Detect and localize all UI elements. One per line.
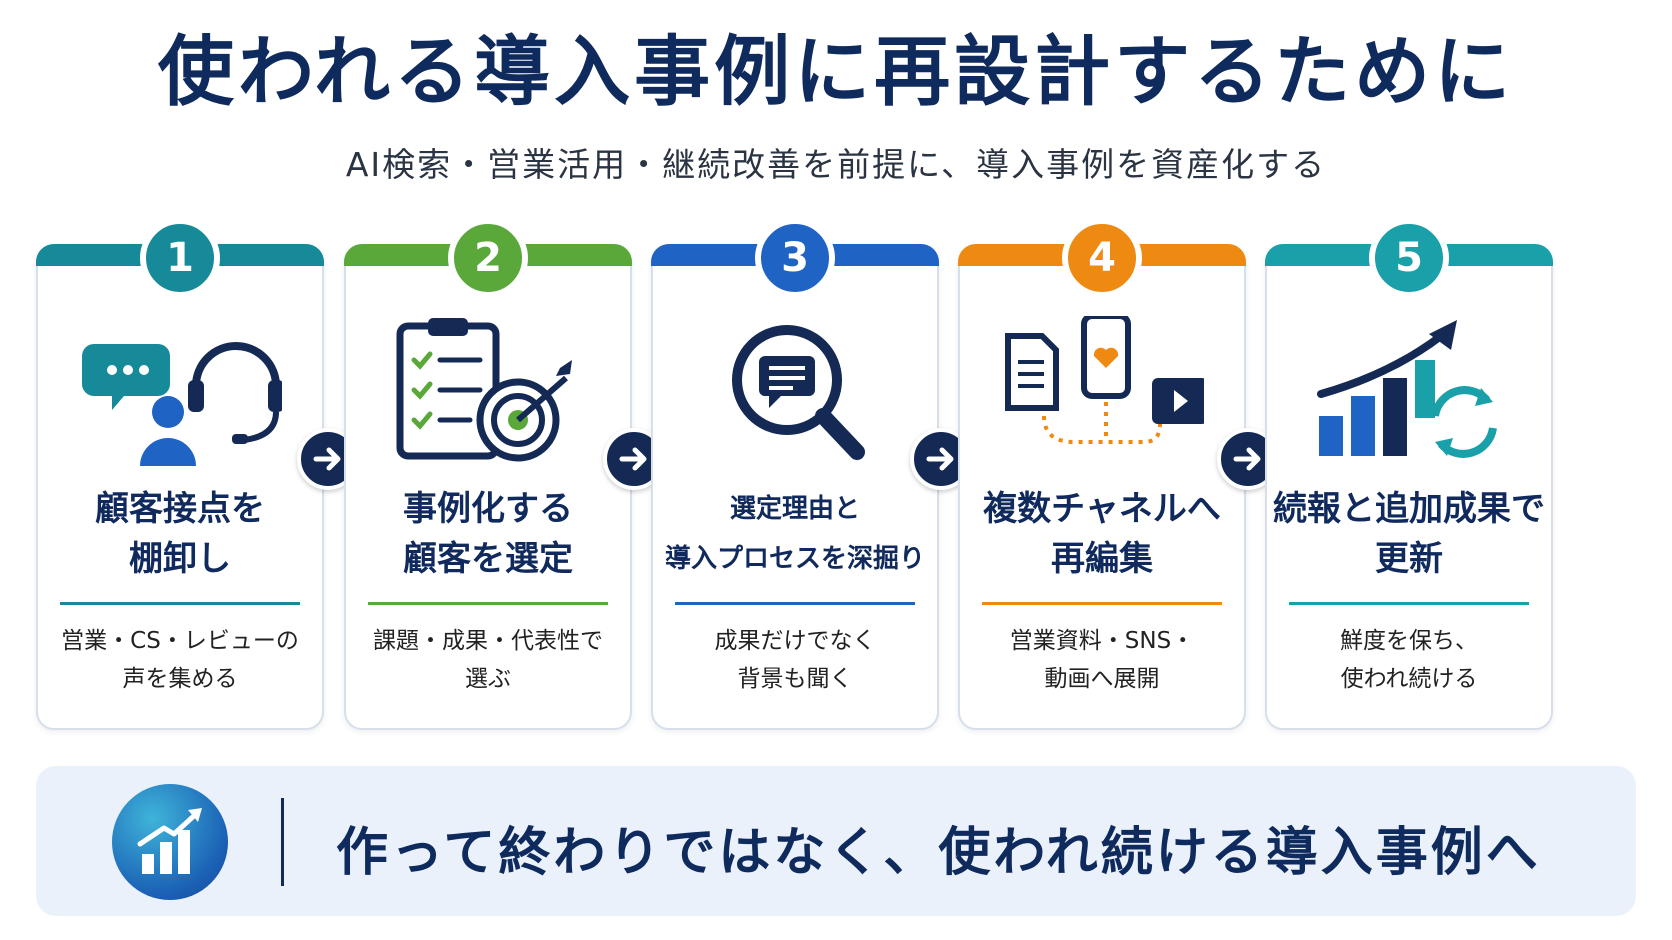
banner-message: 作って終わりではなく、使われ続ける導入事例へ: [336, 823, 1541, 883]
step-number-badge: 3: [755, 218, 835, 298]
step-card-4: 4 複数チャネルへ 再編集 営業資料・SNS・ 動画へ展開: [958, 218, 1246, 730]
step-number-badge: 5: [1369, 218, 1449, 298]
chat-headset-icon: [82, 342, 282, 466]
step-description: 課題・成果・代表性で 選ぶ: [373, 628, 603, 692]
summary-banner: 作って終わりではなく、使われ続ける導入事例へ: [36, 766, 1636, 916]
step-card-1: 1 顧客接点を 棚卸し 営業・CS・レビューの 声を集める: [36, 218, 324, 730]
step-divider: [982, 602, 1222, 605]
step-card-3: 3 選定理由と 導入プロセスを深掘り 成果だけでなく 背景も聞く: [651, 218, 939, 730]
growth-chart-icon: [112, 784, 228, 900]
step-heading: 続報と追加成果で 更新: [1273, 489, 1545, 579]
growth-refresh-icon: [1317, 320, 1497, 458]
checklist-target-icon: [396, 318, 572, 462]
page-title: 使われる導入事例に再設計するために: [157, 27, 1515, 116]
step-divider: [368, 602, 608, 605]
multichannel-icon: [1005, 316, 1204, 444]
step-heading: 顧客接点を 棚卸し: [95, 489, 265, 579]
step-number-badge: 4: [1062, 218, 1142, 298]
step-heading: 事例化する 顧客を選定: [403, 489, 573, 579]
step-description: 鮮度を保ち、 使われ続ける: [1340, 628, 1478, 692]
step-divider: [1289, 602, 1529, 605]
step-description: 営業資料・SNS・ 動画へ展開: [1009, 628, 1195, 692]
step-description: 成果だけでなく 背景も聞く: [714, 628, 876, 692]
step-divider: [675, 602, 915, 605]
step-card-2: 2 事例化する 顧客を選定 課題・成果・代表性で 選ぶ: [344, 218, 632, 730]
magnifier-message-icon: [732, 325, 865, 460]
step-heading: 複数チャネルへ 再編集: [983, 489, 1221, 579]
banner-separator: [281, 798, 284, 886]
step-number-badge: 2: [448, 218, 528, 298]
step-heading: 選定理由と 導入プロセスを深掘り: [664, 494, 925, 574]
step-card-5: 5 続報と追加成果で 更新 鮮度を保ち、 使われ続ける: [1265, 218, 1553, 730]
page-subtitle: AI検索・営業活用・継続改善を前提に、導入事例を資産化する: [345, 145, 1327, 184]
step-divider: [60, 602, 300, 605]
step-description: 営業・CS・レビューの 声を集める: [61, 628, 299, 692]
step-number-badge: 1: [140, 218, 220, 298]
